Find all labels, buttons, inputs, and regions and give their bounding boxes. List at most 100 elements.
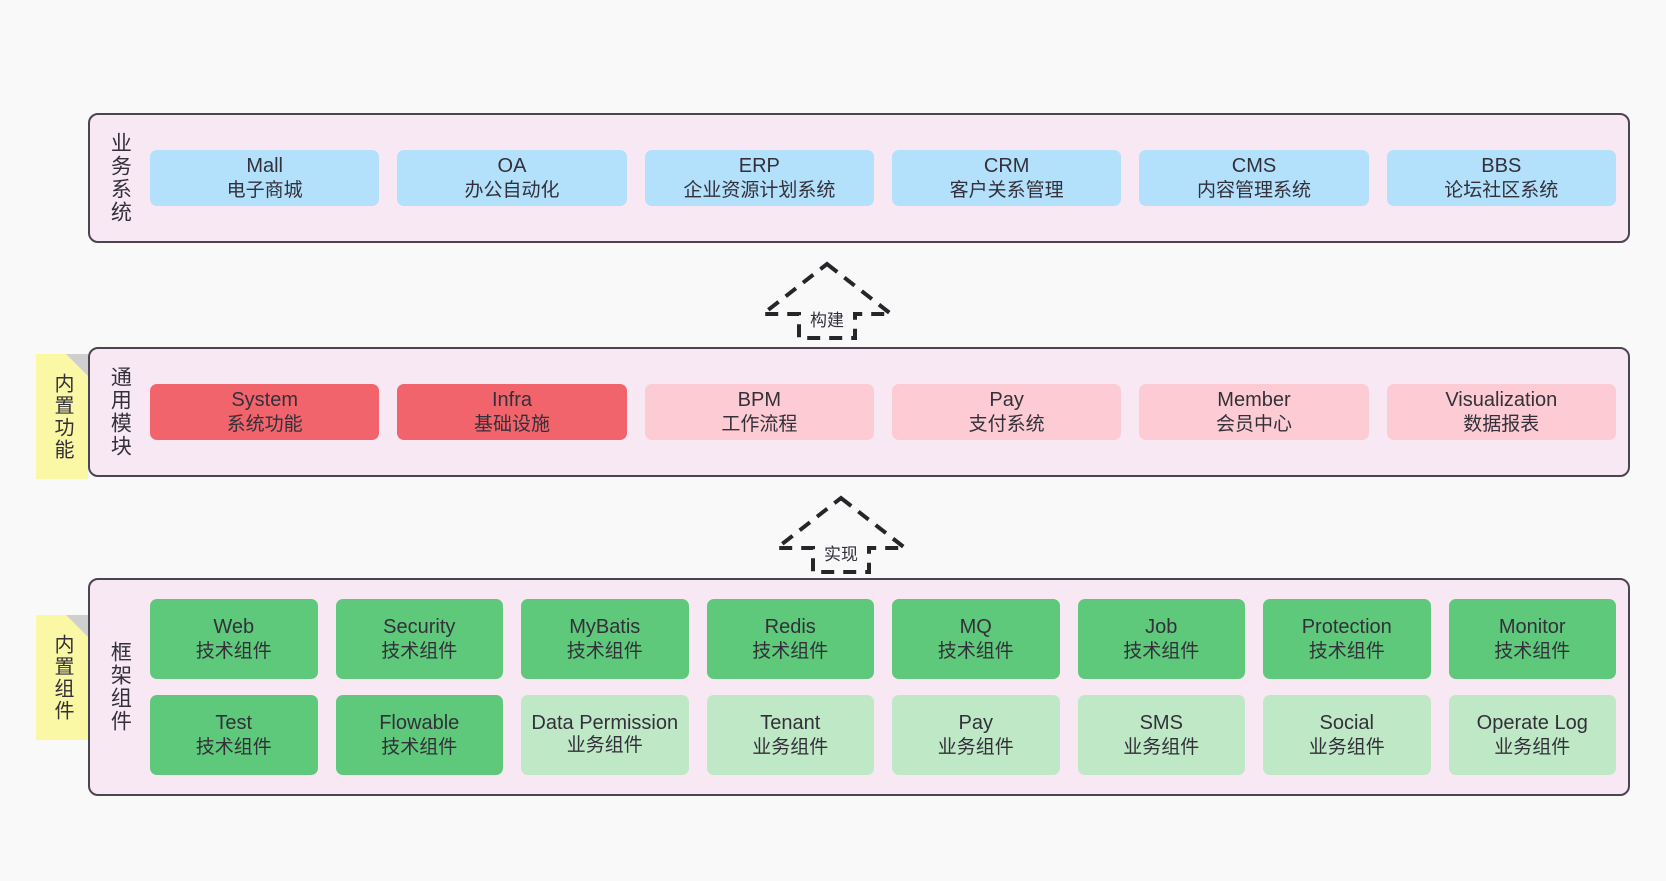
card-pay-business[interactable]: Pay 业务组件 xyxy=(892,695,1060,775)
layer-title-business-system: 业务系统 xyxy=(108,132,132,224)
card-title: Test xyxy=(215,712,253,735)
card-subtitle: 技术组件 xyxy=(381,640,458,662)
card-title: Security xyxy=(383,616,456,639)
card-title: SMS xyxy=(1139,712,1183,735)
card-title: Pay xyxy=(958,712,993,735)
card-job[interactable]: Job 技术组件 xyxy=(1077,599,1245,679)
implement-arrow-label: 实现 xyxy=(824,545,858,564)
card-data-permission[interactable]: Data Permission 业务组件 xyxy=(521,695,689,775)
card-erp[interactable]: ERP 企业资源计划系统 xyxy=(644,150,874,206)
card-oa[interactable]: OA 办公自动化 xyxy=(397,150,627,206)
card-title: Monitor xyxy=(1498,616,1566,639)
card-title: BPM xyxy=(737,389,781,412)
card-crm[interactable]: CRM 客户关系管理 xyxy=(891,150,1122,206)
card-bbs[interactable]: BBS 论坛社区系统 xyxy=(1386,150,1616,206)
card-subtitle: 技术组件 xyxy=(195,736,272,758)
note-label: 内置功能 xyxy=(51,372,73,461)
card-pay[interactable]: Pay 支付系统 xyxy=(891,384,1122,440)
card-subtitle: 业务组件 xyxy=(566,734,643,756)
card-title: Protection xyxy=(1301,616,1392,639)
card-title: CMS xyxy=(1231,155,1277,178)
note-builtin-function: 内置功能 xyxy=(36,354,88,479)
card-member[interactable]: Member 会员中心 xyxy=(1139,384,1369,440)
card-title: ERP xyxy=(738,155,780,178)
card-subtitle: 业务组件 xyxy=(1308,736,1385,758)
card-title: Job xyxy=(1145,616,1178,639)
card-title: Tenant xyxy=(760,712,821,735)
note-fold-corner xyxy=(66,615,88,637)
card-title: Operate Log xyxy=(1476,712,1588,735)
card-bpm[interactable]: BPM 工作流程 xyxy=(644,384,874,440)
card-subtitle: 技术组件 xyxy=(566,640,643,662)
card-cms[interactable]: CMS 内容管理系统 xyxy=(1139,150,1369,206)
card-title: Data Permission xyxy=(531,711,679,734)
implement-arrow-icon xyxy=(771,495,911,574)
card-subtitle: 技术组件 xyxy=(381,736,458,758)
card-row: Mall 电子商城 OA 办公自动化 ERP 企业资源计划系统 CRM 客户关系… xyxy=(150,150,1616,206)
card-title: Member xyxy=(1217,389,1291,412)
card-title: Pay xyxy=(989,389,1024,412)
card-subtitle: 技术组件 xyxy=(195,640,272,662)
card-mybatis[interactable]: MyBatis 技术组件 xyxy=(521,599,689,679)
card-tenant[interactable]: Tenant 业务组件 xyxy=(706,695,874,775)
card-subtitle: 支付系统 xyxy=(968,413,1045,435)
card-sms[interactable]: SMS 业务组件 xyxy=(1077,695,1245,775)
card-infra[interactable]: Infra 基础设施 xyxy=(397,384,627,440)
card-subtitle: 技术组件 xyxy=(1308,640,1385,662)
card-title: MyBatis xyxy=(569,616,641,639)
card-title: BBS xyxy=(1481,155,1522,178)
card-title: Mall xyxy=(246,155,283,178)
build-arrow-icon xyxy=(757,261,897,340)
card-protection[interactable]: Protection 技术组件 xyxy=(1263,599,1431,679)
card-redis[interactable]: Redis 技术组件 xyxy=(706,599,874,679)
card-operate-log[interactable]: Operate Log 业务组件 xyxy=(1448,695,1616,775)
card-title: Social xyxy=(1319,712,1374,735)
build-arrow: 构建 xyxy=(757,258,897,342)
card-subtitle: 系统功能 xyxy=(226,413,303,435)
layer-body-common-module: System 系统功能 Infra 基础设施 BPM 工作流程 Pay 支付系统… xyxy=(136,359,1616,465)
card-subtitle: 技术组件 xyxy=(937,640,1014,662)
card-subtitle: 业务组件 xyxy=(752,736,829,758)
layer-title-common-module: 通用模块 xyxy=(108,366,132,458)
card-web[interactable]: Web 技术组件 xyxy=(150,599,318,679)
card-title: Flowable xyxy=(379,712,460,735)
layer-body-framework-component: Web 技术组件 Security 技术组件 MyBatis 技术组件 Redi… xyxy=(136,590,1616,784)
card-test[interactable]: Test 技术组件 xyxy=(150,695,318,775)
card-title: System xyxy=(231,389,298,412)
card-subtitle: 业务组件 xyxy=(1123,736,1200,758)
card-title: Visualization xyxy=(1445,389,1558,412)
card-subtitle: 数据报表 xyxy=(1463,413,1540,435)
card-system[interactable]: System 系统功能 xyxy=(150,384,380,440)
card-subtitle: 技术组件 xyxy=(1123,640,1200,662)
card-social[interactable]: Social 业务组件 xyxy=(1263,695,1431,775)
card-subtitle: 工作流程 xyxy=(721,413,798,435)
note-fold-corner xyxy=(66,354,88,376)
card-mq[interactable]: MQ 技术组件 xyxy=(892,599,1060,679)
layer-business-system: 业务系统 Mall 电子商城 OA 办公自动化 ERP 企业资源计划系统 CRM… xyxy=(88,113,1630,243)
card-row: Test 技术组件 Flowable 技术组件 Data Permission … xyxy=(150,695,1616,775)
card-monitor[interactable]: Monitor 技术组件 xyxy=(1448,599,1616,679)
card-title: Web xyxy=(213,616,255,639)
card-subtitle: 电子商城 xyxy=(226,179,303,201)
layer-body-business-system: Mall 电子商城 OA 办公自动化 ERP 企业资源计划系统 CRM 客户关系… xyxy=(136,125,1616,231)
card-row: System 系统功能 Infra 基础设施 BPM 工作流程 Pay 支付系统… xyxy=(150,384,1616,440)
card-visualization[interactable]: Visualization 数据报表 xyxy=(1386,384,1616,440)
card-title: CRM xyxy=(983,155,1030,178)
card-subtitle: 内容管理系统 xyxy=(1196,179,1311,201)
card-subtitle: 论坛社区系统 xyxy=(1444,179,1559,201)
card-flowable[interactable]: Flowable 技术组件 xyxy=(335,695,503,775)
card-security[interactable]: Security 技术组件 xyxy=(335,599,503,679)
card-subtitle: 业务组件 xyxy=(937,736,1014,758)
card-row: Web 技术组件 Security 技术组件 MyBatis 技术组件 Redi… xyxy=(150,599,1616,679)
card-subtitle: 会员中心 xyxy=(1215,413,1292,435)
card-mall[interactable]: Mall 电子商城 xyxy=(150,150,380,206)
layer-framework-component: 框架组件 Web 技术组件 Security 技术组件 MyBatis 技术组件… xyxy=(88,578,1630,796)
note-builtin-component: 内置组件 xyxy=(36,615,88,740)
card-title: Redis xyxy=(764,616,816,639)
build-arrow-label: 构建 xyxy=(810,311,844,330)
card-title: OA xyxy=(497,155,527,178)
layer-title-framework-component: 框架组件 xyxy=(108,641,132,733)
card-subtitle: 技术组件 xyxy=(752,640,829,662)
card-title: MQ xyxy=(959,616,992,639)
